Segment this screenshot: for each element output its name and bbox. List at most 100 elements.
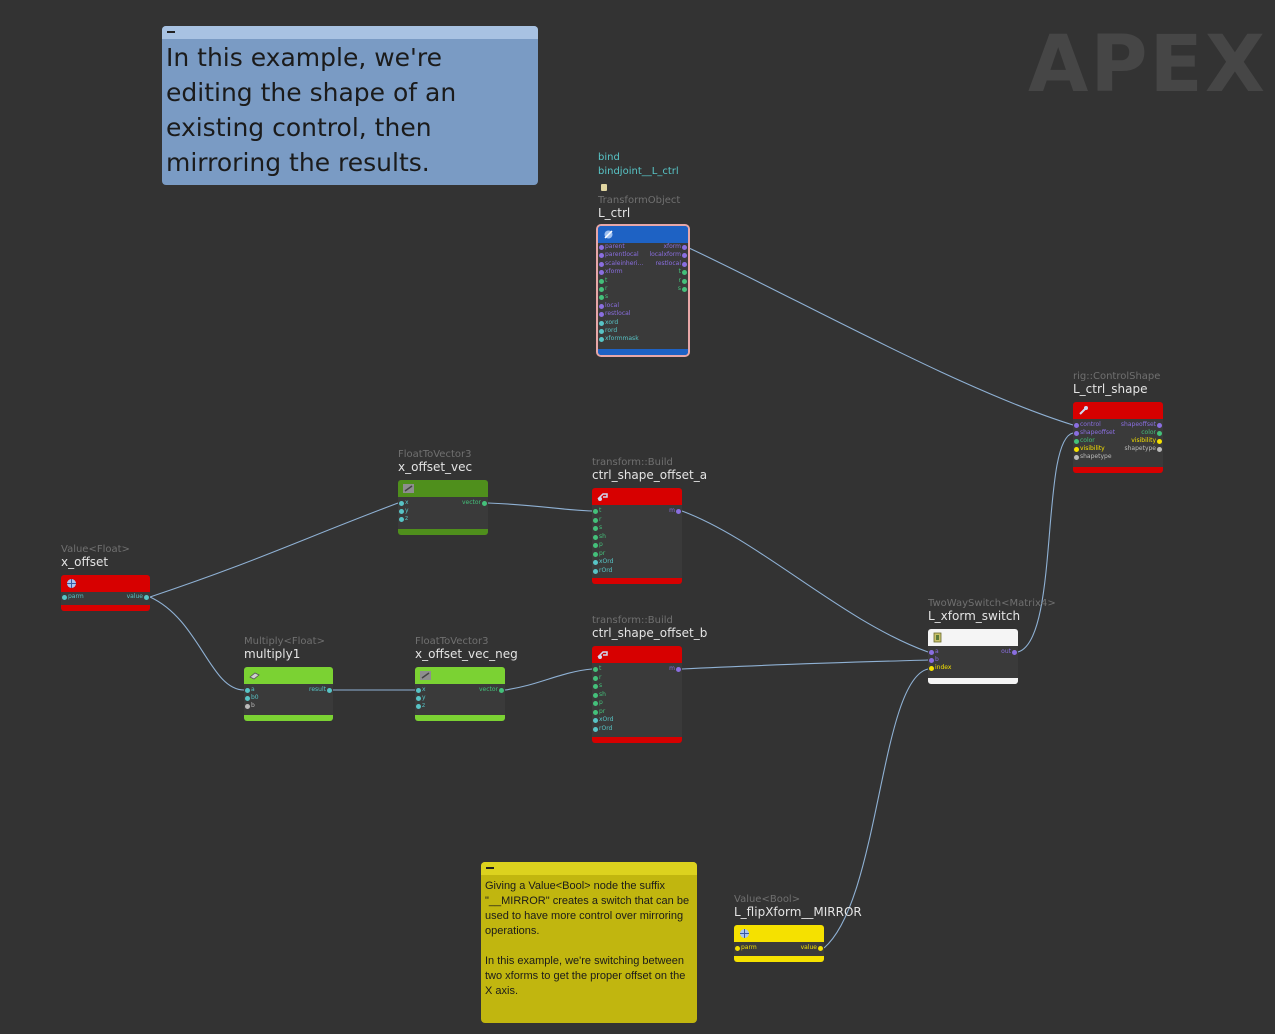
port-in-restlocal[interactable]: restlocal [599,310,631,318]
node-l-ctrl[interactable]: parent parentlocal scaleinheri... xform … [598,226,688,355]
collapse-icon[interactable] [486,867,494,869]
port-out-xform[interactable]: xform [663,243,687,251]
port-in-rord[interactable]: rOrd [593,567,612,575]
sticky-note-titlebar[interactable] [481,862,697,875]
port-in-t[interactable]: t [599,277,607,285]
node-l-flipxform-mirror[interactable]: parm value [734,925,824,962]
port-in-color[interactable]: color [1074,437,1095,445]
port-in-shapetype[interactable]: shapetype [1074,453,1112,461]
port-in-parm[interactable]: parm [735,944,757,952]
port-in-parm[interactable]: parm [62,593,84,601]
port-in-sh[interactable]: sh [593,533,606,541]
port-out-value[interactable]: value [127,593,149,601]
port-in-s[interactable]: s [593,524,602,532]
node-x-offset[interactable]: parm value [61,575,150,611]
port-out-color[interactable]: color [1141,429,1162,437]
port-in-r[interactable]: r [599,285,607,293]
node-header-x-offset: Value<Float> x_offset [61,544,130,569]
port-in-s[interactable]: s [593,682,602,690]
port-out-m[interactable]: m [669,665,681,673]
node-ctrl-shape-offset-a[interactable]: t r s sh p pr xOrd rOrd m [592,488,682,584]
port-out-localxform[interactable]: localxform [649,251,687,259]
port-in-index[interactable]: index [929,664,951,672]
port-in-b[interactable]: b [245,702,255,710]
sticky-note-intro[interactable]: In this example, we're editing the shape… [162,26,538,185]
node-l-ctrl-shape[interactable]: control shapeoffset color visibility sha… [1073,402,1163,473]
sticky-note-titlebar[interactable] [162,26,538,39]
node-ctrl-shape-offset-b[interactable]: t r s sh p pr xOrd rOrd m [592,646,682,743]
node-x-offset-vec[interactable]: x y z vector [398,480,488,535]
port-in-y[interactable]: y [416,694,426,702]
port-in-p[interactable]: p [593,541,603,549]
port-out-visibility[interactable]: visibility [1131,437,1162,445]
port-out-s[interactable]: s [678,285,687,293]
node-titlebar[interactable] [928,629,1018,646]
port-in-xformmask[interactable]: xformmask [599,335,639,343]
node-type: TransformObject [598,195,681,206]
port-in-z[interactable]: z [399,515,408,523]
node-footer [415,715,505,721]
node-body: a b index out [928,646,1018,678]
port-in-rord[interactable]: rOrd [593,725,612,733]
port-in-r[interactable]: r [593,674,601,682]
port-out-r[interactable]: r [679,277,687,285]
node-name: x_offset_vec_neg [415,647,518,661]
port-in-r[interactable]: r [593,516,601,524]
node-titlebar[interactable] [734,925,824,942]
port-in-t[interactable]: t [593,507,601,515]
node-titlebar[interactable] [415,667,505,684]
node-titlebar[interactable] [244,667,333,684]
port-out-t[interactable]: t [679,268,687,276]
port-in-x[interactable]: x [416,686,426,694]
node-l-xform-switch[interactable]: a b index out [928,629,1018,684]
port-out-vector[interactable]: vector [479,686,504,694]
port-in-t[interactable]: t [593,665,601,673]
port-out-out[interactable]: out [1001,648,1017,656]
port-in-b0[interactable]: b0 [245,694,259,702]
port-in-z[interactable]: z [416,702,425,710]
node-titlebar[interactable] [592,488,682,505]
node-multiply1[interactable]: a b0 b result [244,667,333,721]
port-in-xform[interactable]: xform [599,268,623,276]
port-in-xord[interactable]: xOrd [593,558,613,566]
node-titlebar[interactable] [398,480,488,497]
port-in-a[interactable]: a [245,686,255,694]
port-in-visibility[interactable]: visibility [1074,445,1105,453]
port-in-xord[interactable]: xOrd [593,716,613,724]
port-in-a[interactable]: a [929,648,939,656]
node-titlebar[interactable] [592,646,682,663]
port-in-p[interactable]: p [593,699,603,707]
port-in-parent[interactable]: parent [599,243,625,251]
port-out-result[interactable]: result [309,686,332,694]
node-body: x y z vector [415,684,505,715]
collapse-icon[interactable] [167,31,175,33]
port-in-shapeoffset[interactable]: shapeoffset [1074,429,1115,437]
port-in-scaleinherit[interactable]: scaleinheri... [599,260,643,268]
node-titlebar[interactable] [1073,402,1163,419]
node-titlebar[interactable] [61,575,150,592]
port-out-restlocal[interactable]: restlocal [656,260,687,268]
port-out-shapeoffset[interactable]: shapeoffset [1121,421,1162,429]
apex-watermark: APEX [1028,20,1267,110]
port-in-pr[interactable]: pr [593,708,605,716]
node-x-offset-vec-neg[interactable]: x y z vector [415,667,505,721]
port-in-b[interactable]: b [929,656,939,664]
port-in-s[interactable]: s [599,293,608,301]
port-in-y[interactable]: y [399,507,409,515]
port-in-local[interactable]: local [599,302,619,310]
sticky-note-mirror[interactable]: Giving a Value<Bool> node the suffix "__… [481,862,697,1023]
port-out-m[interactable]: m [669,507,681,515]
port-in-x[interactable]: x [399,499,409,507]
port-out-vector[interactable]: vector [462,499,487,507]
port-out-shapetype[interactable]: shapetype [1124,445,1162,453]
node-titlebar[interactable] [598,226,688,243]
node-name: L_ctrl [598,206,631,220]
port-in-pr[interactable]: pr [593,550,605,558]
port-out-value[interactable]: value [801,944,823,952]
node-name: ctrl_shape_offset_a [592,468,708,482]
port-in-rord[interactable]: rord [599,327,617,335]
port-in-control[interactable]: control [1074,421,1101,429]
port-in-sh[interactable]: sh [593,691,606,699]
port-in-parentlocal[interactable]: parentlocal [599,251,639,259]
port-in-xord[interactable]: xord [599,319,618,327]
